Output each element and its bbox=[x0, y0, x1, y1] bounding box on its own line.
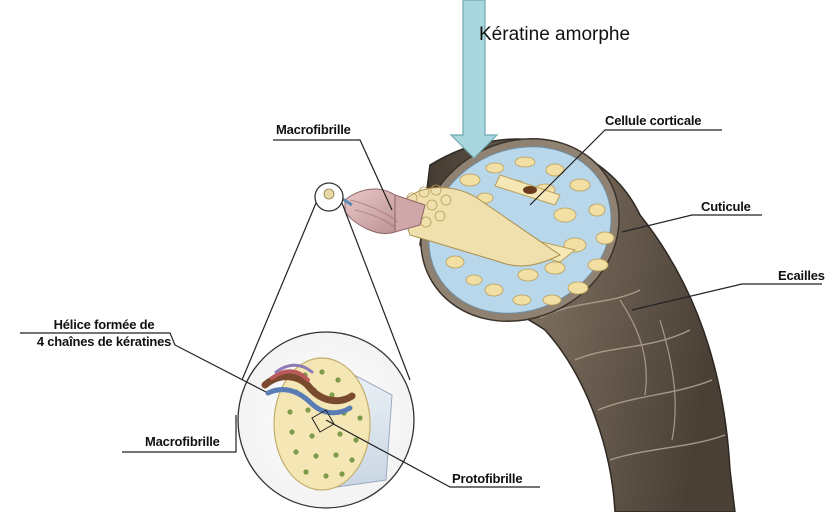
keratine-arrow bbox=[449, 0, 499, 159]
label-ecailles: Ecailles bbox=[778, 268, 825, 283]
magnified-macrofibril bbox=[261, 357, 393, 491]
label-cellule-corticale: Cellule corticale bbox=[605, 113, 702, 128]
leader-lines bbox=[20, 129, 822, 488]
label-helice: Hélice formée de 4 chaînes de kératines bbox=[24, 316, 184, 350]
label-macrofibrille-top: Macrofibrille bbox=[276, 122, 351, 137]
macrofibril-strand bbox=[337, 188, 426, 234]
label-keratine-amorphe: Kératine amorphe bbox=[479, 24, 631, 45]
label-helice-line1: Hélice formée de bbox=[53, 317, 155, 332]
label-helice-line2: 4 chaînes de kératines bbox=[36, 334, 172, 349]
label-protofibrille: Protofibrille bbox=[452, 471, 523, 486]
label-cuticule: Cuticule bbox=[701, 199, 751, 214]
label-macrofibrille-bottom: Macrofibrille bbox=[145, 434, 220, 449]
fibril-bundle bbox=[399, 184, 561, 267]
